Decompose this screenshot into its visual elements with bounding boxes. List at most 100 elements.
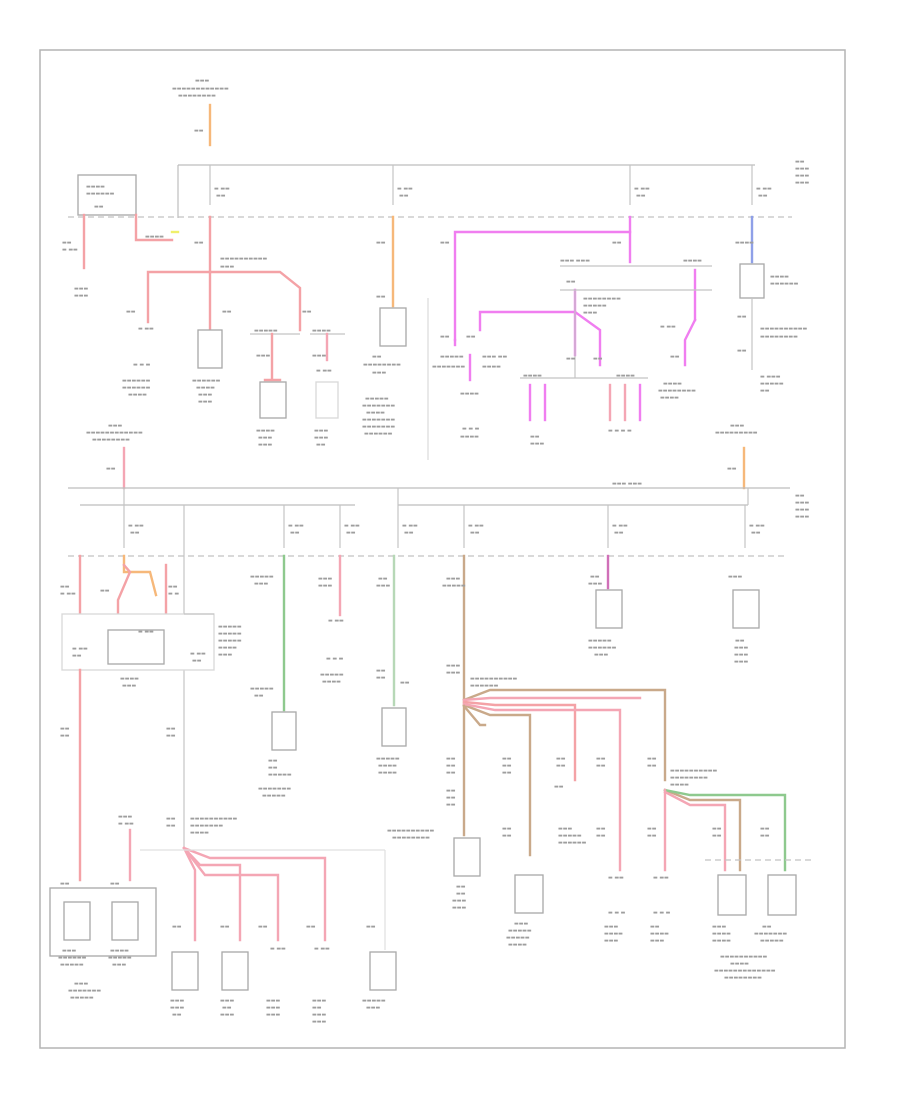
svg-text:▬ ▬▬: ▬ ▬▬ xyxy=(660,324,676,330)
component-brown-2 xyxy=(514,874,544,914)
svg-text:▬▬▬▬: ▬▬▬▬ xyxy=(482,364,501,370)
wire-red-relay-to-bus xyxy=(134,213,174,242)
svg-text:▬▬: ▬▬ xyxy=(647,763,657,769)
svg-text:▬▬: ▬▬ xyxy=(166,733,176,739)
svg-text:▬▬▬: ▬▬▬ xyxy=(122,683,136,689)
red-splice-network: ▬▬ ▬▬▬▬▬▬▬▬▬▬ ▬▬▬ ▬▬ ▬▬ ▬▬ ▬ ▬▬ xyxy=(126,215,312,332)
component-bottom-3 xyxy=(171,951,199,991)
svg-text:▬▬▬▬: ▬▬▬▬ xyxy=(312,328,331,334)
svg-text:▬ ▬▬: ▬ ▬▬ xyxy=(344,523,360,529)
svg-text:▬▬: ▬▬ xyxy=(760,833,770,839)
component-bottom-group-box xyxy=(49,887,157,957)
svg-text:▬▬▬: ▬▬▬ xyxy=(218,652,232,658)
svg-text:▬▬: ▬▬ xyxy=(760,826,770,832)
svg-text:▬▬: ▬▬ xyxy=(316,442,326,448)
svg-text:▬▬: ▬▬ xyxy=(636,193,646,199)
svg-text:▬▬▬▬▬: ▬▬▬▬▬ xyxy=(365,396,389,402)
svg-text:▬▬: ▬▬ xyxy=(290,530,300,536)
upper-fuses: ▬ ▬▬▬▬ ▬ ▬▬▬▬ ▬ ▬▬▬▬ ▬ ▬▬▬▬ xyxy=(209,165,772,205)
svg-text:▬▬: ▬▬ xyxy=(258,924,268,930)
svg-text:▬▬: ▬▬ xyxy=(106,466,116,472)
svg-text:▬▬: ▬▬ xyxy=(760,388,770,394)
svg-text:▬▬▬: ▬▬▬ xyxy=(604,924,618,930)
svg-text:▬▬: ▬▬ xyxy=(94,204,104,210)
svg-text:▬▬▬: ▬▬▬ xyxy=(220,264,234,270)
svg-text:▬▬: ▬▬ xyxy=(60,881,70,887)
svg-text:▬▬: ▬▬ xyxy=(172,924,182,930)
svg-text:▬▬: ▬▬ xyxy=(502,763,512,769)
svg-text:▬▬▬▬▬▬: ▬▬▬▬▬▬ xyxy=(558,840,587,846)
svg-text:▬ ▬▬: ▬ ▬▬ xyxy=(138,629,154,635)
svg-text:▬▬▬▬: ▬▬▬▬ xyxy=(110,948,129,954)
svg-text:▬▬▬▬▬: ▬▬▬▬▬ xyxy=(362,998,386,1004)
svg-text:▬▬: ▬▬ xyxy=(60,733,70,739)
svg-text:▬▬: ▬▬ xyxy=(712,826,722,832)
svg-text:▬▬: ▬▬ xyxy=(306,924,316,930)
svg-text:▬▬: ▬▬ xyxy=(502,756,512,762)
component-brown-center xyxy=(453,837,481,877)
svg-text:▬▬▬▬▬▬▬▬▬▬: ▬▬▬▬▬▬▬▬▬▬ xyxy=(470,676,518,682)
svg-text:▬▬: ▬▬ xyxy=(60,726,70,732)
svg-text:▬▬: ▬▬ xyxy=(590,574,600,580)
svg-text:▬▬▬: ▬▬▬ xyxy=(74,981,88,987)
svg-text:▬▬: ▬▬ xyxy=(762,924,772,930)
svg-text:▬▬▬▬: ▬▬▬▬ xyxy=(322,679,341,685)
svg-text:▬▬: ▬▬ xyxy=(554,784,564,790)
svg-text:▬▬: ▬▬ xyxy=(647,833,657,839)
svg-text:▬▬: ▬▬ xyxy=(60,584,70,590)
svg-text:▬▬▬▬▬: ▬▬▬▬▬ xyxy=(60,962,84,968)
svg-text:▬▬▬▬▬▬▬▬: ▬▬▬▬▬▬▬▬ xyxy=(92,437,130,443)
svg-text:▬▬▬▬: ▬▬▬▬ xyxy=(735,240,754,246)
svg-text:▬▬▬▬: ▬▬▬▬ xyxy=(670,782,689,788)
svg-text:▬▬▬▬: ▬▬▬▬ xyxy=(663,381,682,387)
svg-text:▬▬▬▬▬▬▬▬: ▬▬▬▬▬▬▬▬ xyxy=(392,835,430,841)
svg-text:▬▬▬▬▬: ▬▬▬▬▬ xyxy=(442,583,466,589)
svg-text:▬▬▬: ▬▬▬ xyxy=(112,962,126,968)
svg-text:▬▬: ▬▬ xyxy=(216,193,226,199)
svg-text:▬▬▬▬▬▬: ▬▬▬▬▬▬ xyxy=(86,191,115,197)
svg-text:▬▬: ▬▬ xyxy=(596,826,606,832)
svg-text:▬▬: ▬▬ xyxy=(566,356,576,362)
svg-text:▬▬: ▬▬ xyxy=(502,826,512,832)
svg-text:▬▬: ▬▬ xyxy=(72,653,82,659)
svg-text:▬▬▬▬▬▬▬: ▬▬▬▬▬▬▬ xyxy=(190,823,223,829)
svg-text:▬▬▬▬▬▬▬▬▬▬▬▬: ▬▬▬▬▬▬▬▬▬▬▬▬ xyxy=(86,430,143,436)
svg-text:▬ ▬▬: ▬ ▬▬ xyxy=(608,875,624,881)
svg-text:▬ ▬▬: ▬ ▬▬ xyxy=(72,646,88,652)
svg-text:▬ ▬▬: ▬ ▬▬ xyxy=(128,523,144,529)
svg-text:▬▬: ▬▬ xyxy=(596,763,606,769)
svg-text:▬▬▬▬▬: ▬▬▬▬▬ xyxy=(760,938,784,944)
svg-text:▬▬: ▬▬ xyxy=(62,240,72,246)
svg-text:▬▬▬▬: ▬▬▬▬ xyxy=(650,931,669,937)
svg-text:▬▬▬: ▬▬▬ xyxy=(583,310,597,316)
svg-text:▬▬: ▬▬ xyxy=(166,726,176,732)
svg-text:▬▬: ▬▬ xyxy=(751,530,761,536)
svg-text:▬▬▬▬: ▬▬▬▬ xyxy=(378,763,397,769)
svg-text:▬▬: ▬▬ xyxy=(220,924,230,930)
brown-wire-network: ▬▬▬▬▬▬▬▬ ▬▬▬▬▬▬ ▬▬▬▬▬▬▬▬▬▬▬▬▬▬▬▬ ▬▬▬▬▬▬ … xyxy=(387,554,787,872)
svg-text:▬▬: ▬▬ xyxy=(466,334,476,340)
svg-text:▬▬▬▬▬▬▬: ▬▬▬▬▬▬▬ xyxy=(362,424,395,430)
svg-text:▬▬▬▬▬▬▬▬▬▬: ▬▬▬▬▬▬▬▬▬▬ xyxy=(190,816,238,822)
svg-text:▬ ▬ ▬ ▬: ▬ ▬ ▬ ▬ xyxy=(608,428,632,434)
svg-text:▬▬▬ ▬▬: ▬▬▬ ▬▬ xyxy=(482,354,507,360)
svg-text:▬▬▬▬: ▬▬▬▬ xyxy=(604,931,623,937)
svg-text:▬ ▬▬: ▬ ▬▬ xyxy=(138,326,154,332)
svg-text:▬▬▬: ▬▬▬ xyxy=(198,392,212,398)
svg-text:▬▬▬▬▬: ▬▬▬▬▬ xyxy=(218,638,242,644)
svg-text:▬▬▬: ▬▬▬ xyxy=(318,576,332,582)
svg-text:▬▬: ▬▬ xyxy=(168,584,178,590)
svg-text:▬▬▬: ▬▬▬ xyxy=(74,286,88,292)
svg-text:▬▬▬▬▬▬: ▬▬▬▬▬▬ xyxy=(588,645,617,651)
svg-text:▬ ▬▬: ▬ ▬▬ xyxy=(468,523,484,529)
svg-text:▬▬▬: ▬▬▬ xyxy=(795,166,809,172)
svg-text:▬ ▬ ▬: ▬ ▬ ▬ xyxy=(326,656,344,662)
svg-text:▬▬: ▬▬ xyxy=(795,493,805,499)
svg-text:▬ ▬ ▬: ▬ ▬ ▬ xyxy=(608,910,626,916)
svg-text:▬▬▬▬▬▬▬▬▬▬▬▬▬: ▬▬▬▬▬▬▬▬▬▬▬▬▬ xyxy=(714,968,776,974)
svg-text:▬▬▬: ▬▬▬ xyxy=(588,581,602,587)
svg-text:▬▬▬▬▬: ▬▬▬▬▬ xyxy=(268,772,292,778)
svg-text:▬ ▬▬: ▬ ▬▬ xyxy=(190,651,206,657)
svg-text:▬▬: ▬▬ xyxy=(446,795,456,801)
